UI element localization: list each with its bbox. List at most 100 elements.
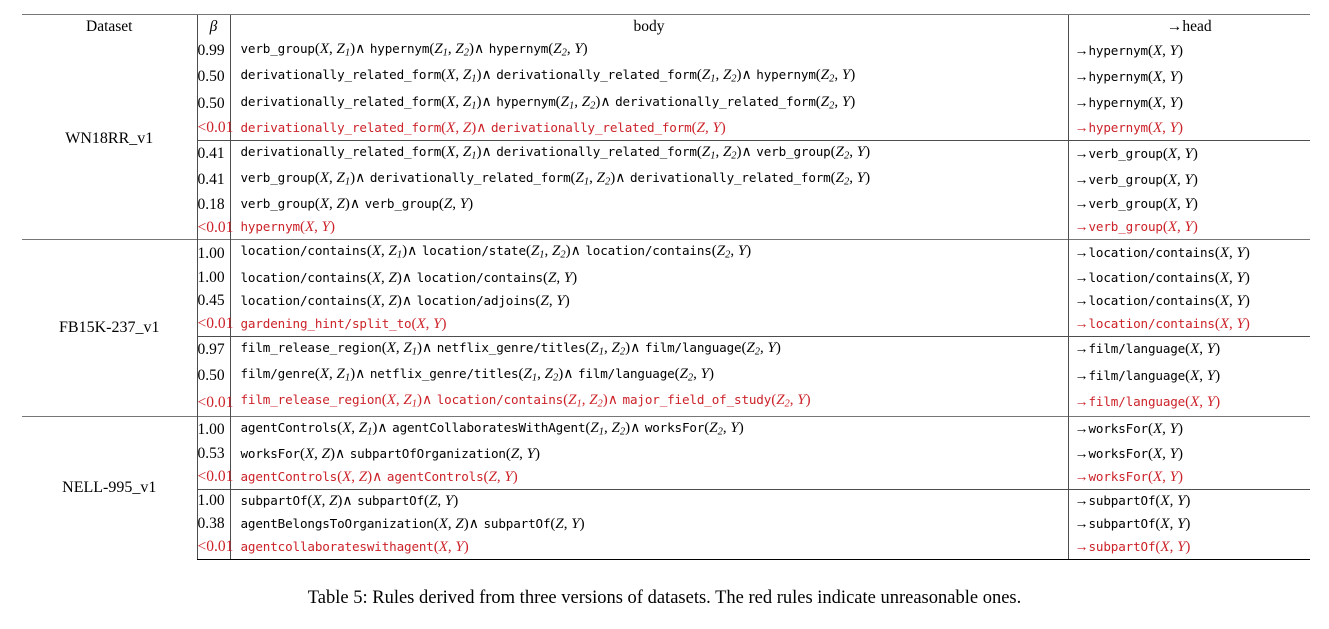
formula-token-pred: location/contains bbox=[240, 269, 368, 285]
formula-token-paren: , bbox=[351, 468, 359, 485]
formula-token-var: Y bbox=[1184, 171, 1193, 188]
formula-token-var: Z bbox=[560, 93, 569, 110]
formula-token-var: Z bbox=[835, 143, 844, 160]
formula-token-var: X bbox=[371, 243, 382, 260]
beta-value-cell: 0.38 bbox=[196, 512, 230, 536]
formula-token-pred: worksFor bbox=[1088, 445, 1149, 461]
rule-head-cell: →worksFor(X, Y) bbox=[1067, 415, 1310, 443]
formula-token-var: Y bbox=[526, 445, 535, 462]
formula-token-paren: ) bbox=[535, 445, 540, 462]
formula-token-arrow: → bbox=[1074, 43, 1089, 59]
formula-token-var: Z bbox=[568, 392, 577, 409]
beta-value-cell: 0.41 bbox=[196, 139, 230, 168]
formula-token-paren: ( bbox=[438, 196, 444, 213]
formula-token-paren: ( bbox=[366, 292, 372, 309]
formula-token-arrow: → bbox=[1074, 368, 1089, 384]
formula-token-pred: subpartOf bbox=[240, 492, 308, 508]
formula-token-paren: ( bbox=[314, 196, 320, 213]
formula-token-paren: , bbox=[1229, 292, 1237, 309]
formula-token-paren: ( bbox=[1155, 538, 1161, 555]
formula-token-pred: subpartOf bbox=[1088, 515, 1156, 531]
rule-head-cell: →subpartOf(X, Y) bbox=[1067, 512, 1310, 536]
formula-token-paren: , bbox=[834, 67, 842, 84]
formula-token-conj: ∧ bbox=[600, 94, 615, 110]
formula-token-paren: , bbox=[1162, 42, 1170, 59]
formula-token-pred: film/language bbox=[577, 366, 675, 382]
rule-head-cell: →hypernym(X, Y) bbox=[1067, 116, 1310, 141]
formula-token-var: Z bbox=[336, 170, 345, 187]
formula-token-paren: , bbox=[447, 515, 456, 532]
formula-token-var: Z bbox=[403, 339, 412, 356]
formula-token-var: Z bbox=[696, 119, 705, 136]
formula-token-conj: ∧ bbox=[421, 393, 436, 409]
rule-head-cell: →film/language(X, Y) bbox=[1067, 335, 1310, 364]
formula-token-pred: subpartOf bbox=[1088, 538, 1156, 554]
formula-token-pred: worksFor bbox=[644, 419, 705, 435]
formula-token-sub: 2 bbox=[725, 249, 731, 261]
column-header-dataset: Dataset bbox=[22, 14, 197, 38]
formula-token-sub: 2 bbox=[731, 150, 737, 162]
formula-token-paren: , bbox=[381, 243, 389, 260]
formula-token-paren: , bbox=[329, 196, 337, 213]
formula-token-paren: , bbox=[537, 366, 545, 383]
formula-token-paren: , bbox=[1169, 515, 1178, 532]
formula-token-sub: 1 bbox=[442, 47, 448, 59]
formula-token-pred: hypernym bbox=[496, 93, 556, 109]
formula-token-paren: , bbox=[849, 143, 857, 160]
formula-token-paren: ) bbox=[416, 339, 422, 356]
formula-token-pred: hypernym bbox=[240, 219, 301, 235]
formula-token-var: Z bbox=[596, 170, 605, 187]
formula-token-var: Z bbox=[388, 269, 397, 286]
formula-token-paren: , bbox=[314, 445, 322, 462]
formula-token-pred: subpartOf bbox=[483, 515, 551, 531]
formula-token-paren: ) bbox=[1215, 367, 1221, 384]
formula-token-pred: major_field_of_study bbox=[622, 392, 772, 408]
formula-token-var: Y bbox=[1236, 245, 1245, 262]
rule-head-cell: →subpartOf(X, Y) bbox=[1067, 535, 1310, 560]
rule-head-cell: →hypernym(X, Y) bbox=[1067, 38, 1310, 65]
formula-token-paren: , bbox=[455, 67, 463, 84]
formula-token-var: Z bbox=[443, 196, 453, 213]
formula-token-paren: ( bbox=[518, 366, 524, 383]
formula-token-var: X bbox=[312, 492, 322, 509]
formula-token-var: X bbox=[386, 339, 396, 356]
formula-token-var: X bbox=[1152, 42, 1163, 59]
rule-body-cell: verb_group(X, Z)∧ verb_group(Z, Y) bbox=[229, 193, 1068, 217]
formula-token-var: X bbox=[438, 538, 448, 555]
formula-token-paren: ( bbox=[441, 67, 447, 84]
formula-token-paren: ) bbox=[350, 366, 356, 383]
formula-token-paren: ( bbox=[307, 492, 313, 509]
formula-token-paren: ( bbox=[1147, 95, 1153, 112]
formula-token-var: Z bbox=[329, 492, 338, 509]
formula-token-pred: verb_group bbox=[1088, 145, 1163, 161]
formula-token-sub: 2 bbox=[829, 99, 835, 111]
table-caption: Table 5: Rules derived from three versio… bbox=[307, 588, 1022, 608]
beta-value-cell: 1.00 bbox=[196, 266, 230, 290]
formula-token-paren: , bbox=[1229, 315, 1237, 332]
formula-token-var: Z bbox=[590, 339, 599, 356]
formula-token-sub: 2 bbox=[829, 73, 835, 85]
formula-token-paren: ) bbox=[1244, 292, 1250, 309]
beta-value-cell: <0.01 bbox=[196, 312, 233, 337]
formula-token-paren: ) bbox=[1192, 196, 1198, 213]
formula-token-pred: verb_group bbox=[1088, 171, 1163, 187]
formula-token-pred: verb_group bbox=[1088, 219, 1163, 235]
rule-head-cell: →film/language(X, Y) bbox=[1067, 389, 1310, 417]
formula-token-paren: ( bbox=[505, 445, 511, 462]
formula-token-conj: ∧ bbox=[741, 144, 756, 160]
formula-token-pred: verb_group bbox=[240, 170, 315, 186]
formula-token-paren: , bbox=[1162, 445, 1170, 462]
formula-token-pred: worksFor bbox=[240, 445, 301, 461]
rule-body-cell: subpartOf(X, Z)∧ subpartOf(Z, Y) bbox=[229, 488, 1068, 513]
formula-token-var: X bbox=[319, 196, 329, 213]
formula-token-var: X bbox=[1219, 269, 1230, 286]
formula-token-paren: ) bbox=[337, 492, 343, 509]
formula-token-pred: verb_group bbox=[756, 143, 831, 159]
formula-token-paren: ) bbox=[372, 419, 378, 436]
dataset-name-cell: FB15K-237_v1 bbox=[22, 239, 197, 417]
formula-token-paren: , bbox=[589, 170, 597, 187]
